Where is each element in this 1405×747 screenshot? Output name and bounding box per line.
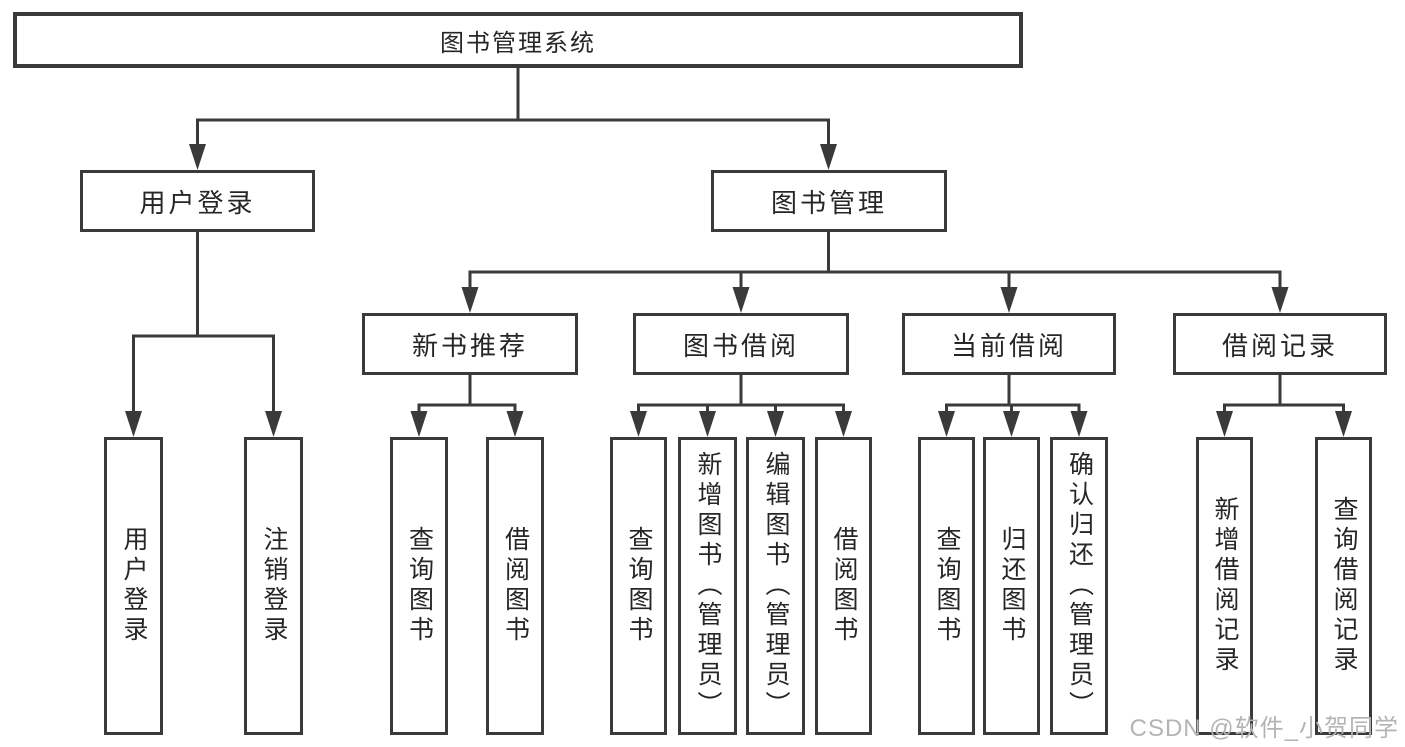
arrowhead-icon: [630, 411, 647, 437]
leaf-label: 注销登录: [260, 526, 288, 646]
connector-line: [945, 373, 1081, 419]
leaf-label: 确认归还（管理员）: [1065, 451, 1094, 721]
connector-book-borrow-to-leaves: [630, 373, 852, 437]
leaf-label: 查询图书: [405, 526, 434, 646]
node-label: 借阅记录: [1221, 330, 1338, 361]
arrowhead-icon: [1335, 411, 1352, 437]
leaf-label: 查询图书: [933, 526, 961, 646]
leaf-borrow-books-recommend: 借阅图书: [486, 437, 544, 735]
arrowhead-icon: [461, 287, 479, 313]
node-borrow-records: 借阅记录: [1173, 313, 1387, 375]
leaf-query-books-recommend: 查询图书: [390, 437, 448, 735]
csdn-watermark: CSDN @软件_小贺同学: [1129, 715, 1399, 742]
node-current-borrow: 当前借阅: [902, 313, 1116, 375]
leaf-query-borrow-record: 查询借阅记录: [1315, 437, 1372, 735]
node-user-login: 用户登录: [80, 170, 315, 232]
leaf-query-books-borrow: 查询图书: [610, 437, 667, 735]
leaf-user-login: 用户登录: [104, 437, 163, 735]
arrowhead-icon: [1070, 411, 1088, 437]
leaf-label: 归还图书: [998, 526, 1026, 646]
connector-new-book-recommend-to-leaves: [410, 373, 524, 437]
leaf-borrow-books-borrow: 借阅图书: [815, 437, 872, 735]
node-label: 图书管理系统: [440, 29, 596, 57]
leaf-label: 借阅图书: [501, 526, 530, 646]
arrowhead-icon: [1000, 287, 1018, 313]
node-label: 用户登录: [139, 187, 256, 218]
node-book-management: 图书管理: [711, 170, 947, 232]
arrowhead-icon: [732, 287, 750, 313]
leaf-return-books: 归还图书: [983, 437, 1040, 735]
arrowhead-icon: [767, 411, 784, 437]
connector-line: [417, 373, 517, 419]
connector-book-management-to-level3: [461, 230, 1289, 313]
leaf-label: 查询图书: [625, 526, 653, 646]
leaf-edit-books-admin: 编辑图书（管理员）: [746, 437, 805, 735]
connector-line: [132, 230, 275, 419]
leaf-confirm-return-admin: 确认归还（管理员）: [1050, 437, 1108, 735]
arrowhead-icon: [265, 411, 282, 437]
leaf-add-borrow-record: 新增借阅记录: [1196, 437, 1253, 735]
arrowhead-icon: [938, 411, 955, 437]
arrowhead-icon: [410, 411, 428, 437]
connector-line: [196, 66, 830, 152]
arrowhead-icon: [1003, 411, 1020, 437]
leaf-label: 用户登录: [120, 526, 148, 646]
connector-line: [468, 230, 1282, 295]
leaf-add-books-admin: 新增图书（管理员）: [678, 437, 737, 735]
connector-borrow-records-to-leaves: [1216, 373, 1352, 437]
node-label: 当前借阅: [950, 330, 1067, 361]
leaf-label: 借阅图书: [830, 526, 858, 646]
leaf-label: 查询借阅记录: [1330, 496, 1358, 676]
node-new-book-recommend: 新书推荐: [362, 313, 578, 375]
arrowhead-icon: [125, 411, 142, 437]
node-label: 新书推荐: [411, 330, 528, 361]
leaf-label: 编辑图书（管理员）: [762, 451, 790, 721]
leaf-query-books-current: 查询图书: [918, 437, 975, 735]
leaf-label: 新增图书（管理员）: [694, 451, 722, 721]
arrowhead-icon: [835, 411, 852, 437]
arrowhead-icon: [699, 411, 716, 437]
connector-user-login-to-leaves: [125, 230, 282, 437]
node-label: 图书借阅: [682, 330, 799, 361]
connector-line: [637, 373, 845, 419]
node-label: 图书管理: [770, 187, 887, 218]
node-book-borrow: 图书借阅: [633, 313, 849, 375]
arrowhead-icon: [1271, 287, 1289, 313]
arrowhead-icon: [1216, 411, 1233, 437]
connector-current-borrow-to-leaves: [938, 373, 1088, 437]
connector-line: [1223, 373, 1345, 419]
arrowhead-icon: [189, 144, 206, 170]
connector-root-to-level2: [189, 66, 837, 170]
node-root-library-system: 图书管理系统: [13, 12, 1023, 68]
leaf-label: 新增借阅记录: [1211, 496, 1239, 676]
leaf-logout-login: 注销登录: [244, 437, 303, 735]
arrowhead-icon: [820, 144, 837, 170]
arrowhead-icon: [506, 411, 524, 437]
